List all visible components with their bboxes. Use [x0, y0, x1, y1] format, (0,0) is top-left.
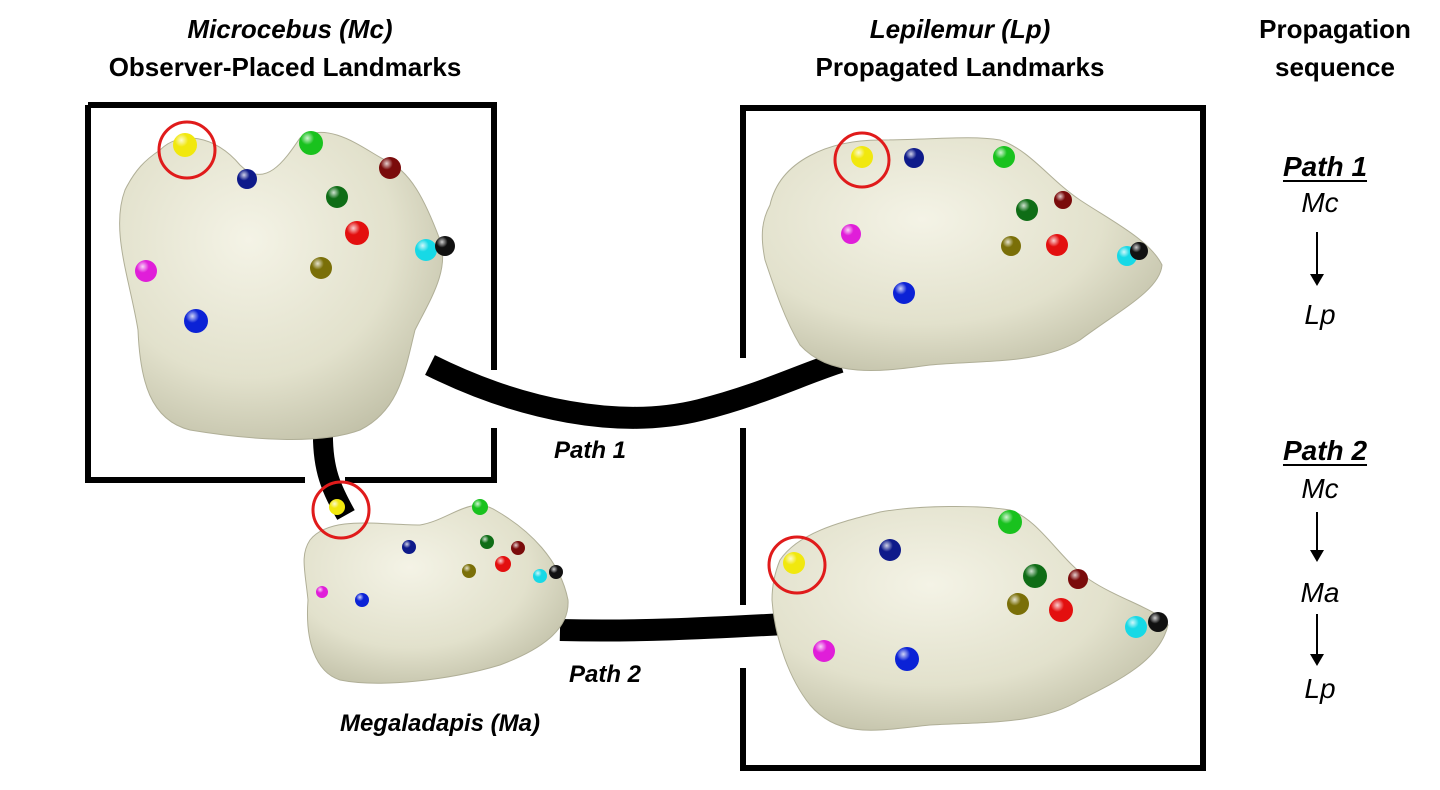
landmark-shine [415, 239, 437, 261]
megaladapis-tooth [303, 504, 569, 684]
landmark-shine [435, 236, 455, 256]
lepilemur-subtitle: Propagated Landmarks [815, 52, 1105, 82]
landmark-shine [472, 499, 488, 515]
landmark-shine [329, 499, 345, 515]
landmark-shine [1125, 616, 1147, 638]
microcebus-tooth [119, 132, 444, 440]
landmark-shine [345, 221, 369, 245]
propagation-heading-line1: Propagation [1259, 14, 1411, 44]
landmark-shine [184, 309, 208, 333]
landmark-shine [1130, 242, 1148, 260]
sequence-path2-arrow-2 [1310, 614, 1324, 666]
sequence-path1-step-lp: Lp [1304, 299, 1336, 330]
path1-curve [425, 351, 844, 429]
landmark-shine [1049, 598, 1073, 622]
landmark-shine [1001, 236, 1021, 256]
landmark-shine [379, 157, 401, 179]
sequence-path2-title: Path 2 [1282, 435, 1368, 466]
megaladapis-landmarks [316, 499, 563, 607]
landmark-shine [893, 282, 915, 304]
lepilemur-box [740, 105, 1206, 771]
landmark-shine [316, 586, 328, 598]
lepilemur-tooth-top [761, 137, 1163, 371]
path2-label: Path 2 [568, 661, 642, 688]
landmark-shine [993, 146, 1015, 168]
landmark-shine [879, 539, 901, 561]
landmark-shine [1046, 234, 1068, 256]
landmark-shine [1023, 564, 1047, 588]
propagation-heading-line2: sequence [1275, 52, 1395, 82]
microcebus-species-title: Microcebus (Mc) [187, 14, 393, 44]
sequence-path1-title: Path 1 [1282, 151, 1368, 182]
landmark-shine [173, 133, 197, 157]
landmark-shine [1054, 191, 1072, 209]
landmark-shine [310, 257, 332, 279]
sequence-path2-step-mc: Mc [1301, 473, 1339, 504]
sequence-path2-arrow-1 [1310, 512, 1324, 562]
landmark-shine [299, 131, 323, 155]
microcebus-subtitle: Observer-Placed Landmarks [108, 52, 462, 82]
highlight-circle-lepilemur-top [833, 131, 891, 189]
lepilemur-top-landmarks [841, 146, 1148, 304]
landmark-shine [1007, 593, 1029, 615]
landmark-shine [783, 552, 805, 574]
landmark-shine [495, 556, 511, 572]
landmark-shine [402, 540, 416, 554]
megaladapis-label: Megaladapis (Ma) [339, 710, 541, 737]
highlight-circle-microcebus [157, 120, 217, 180]
lepilemur-tooth-bottom [771, 505, 1169, 731]
landmark-shine [135, 260, 157, 282]
landmark-shine [480, 535, 494, 549]
sequence-path1-step-mc: Mc [1301, 187, 1339, 218]
landmark-shine [895, 647, 919, 671]
landmark-shine [998, 510, 1022, 534]
landmark-shine [462, 564, 476, 578]
landmark-shine [237, 169, 257, 189]
lepilemur-species-title: Lepilemur (Lp) [869, 14, 1051, 44]
microcebus-box [88, 102, 497, 483]
highlight-circle-lepilemur-bottom [767, 535, 827, 595]
landmark-shine [533, 569, 547, 583]
landmark-shine [841, 224, 861, 244]
landmark-shine [549, 565, 563, 579]
path1-label: Path 1 [553, 437, 627, 464]
landmark-shine [904, 148, 924, 168]
landmark-shine [1148, 612, 1168, 632]
landmark-shine [326, 186, 348, 208]
sequence-path2-step-lp: Lp [1304, 673, 1336, 704]
landmark-shine [851, 146, 873, 168]
lepilemur-bottom-landmarks [783, 510, 1168, 671]
sequence-path1-arrow [1310, 232, 1324, 286]
sequence-path2-step-ma: Ma [1300, 577, 1340, 608]
landmark-shine [813, 640, 835, 662]
landmark-shine [355, 593, 369, 607]
path2-curve-horizontal [559, 613, 786, 642]
highlight-circle-megaladapis [311, 480, 371, 540]
landmark-shine [511, 541, 525, 555]
landmark-shine [1016, 199, 1038, 221]
microcebus-landmarks [135, 131, 455, 333]
landmark-shine [1068, 569, 1088, 589]
